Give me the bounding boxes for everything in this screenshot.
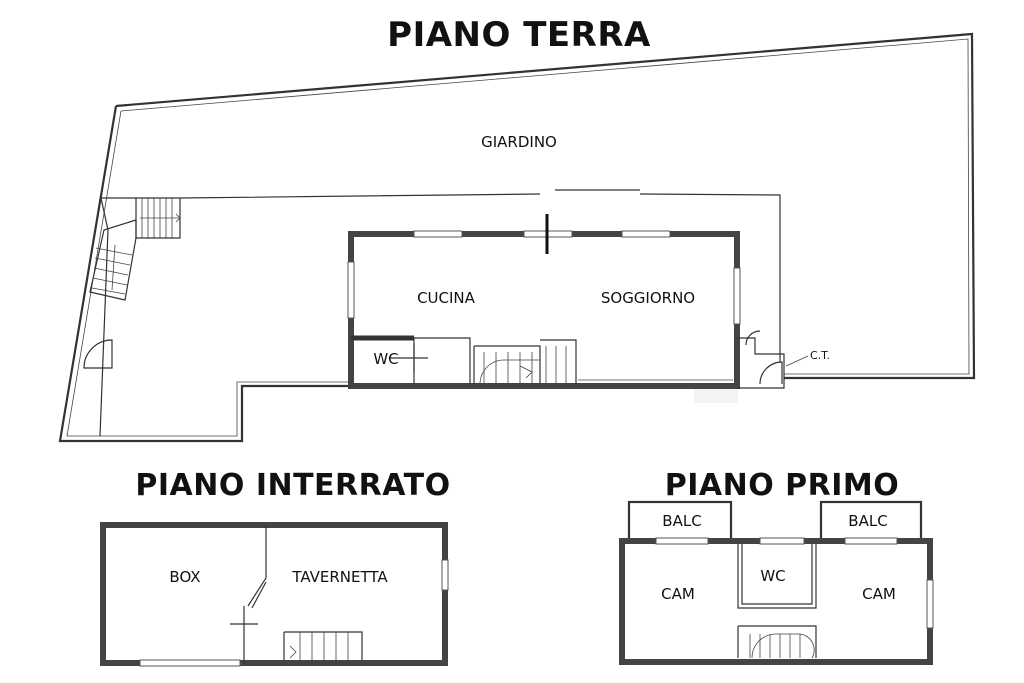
lot-boundary xyxy=(115,32,976,380)
basement-title: PIANO INTERRATO xyxy=(135,468,450,503)
entry-door xyxy=(83,339,113,369)
boiler-room-label: C.T. xyxy=(810,349,830,362)
kitchen-label: CUCINA xyxy=(417,289,476,307)
living-room-label: SOGGIORNO xyxy=(601,289,695,307)
house-walls xyxy=(348,231,740,389)
basement-staircase xyxy=(283,631,363,660)
basement-walls xyxy=(100,522,448,666)
first-floor-title: PIANO PRIMO xyxy=(665,468,900,503)
balcony-right-label: BALC xyxy=(848,512,887,530)
internal-staircase xyxy=(473,339,577,385)
ground-floor-plan: PIANO TERRA xyxy=(58,15,976,443)
ground-wc-label: WC xyxy=(373,350,398,368)
tavern-label: TAVERNETTA xyxy=(291,568,388,586)
first-floor-staircase xyxy=(737,625,817,659)
boiler-room xyxy=(737,330,809,389)
external-staircase xyxy=(89,198,181,437)
ground-floor-title: PIANO TERRA xyxy=(387,15,651,55)
first-floor-plan: PIANO PRIMO BALC BALC CAM WC CAM xyxy=(619,468,934,665)
first-wc-label: WC xyxy=(760,567,785,585)
box-label: BOX xyxy=(169,568,200,586)
basement-plan: PIANO INTERRATO BOX TAVERNETTA xyxy=(100,468,450,667)
bedroom-right-label: CAM xyxy=(862,585,896,603)
bedroom-left-label: CAM xyxy=(661,585,695,603)
balcony-left-label: BALC xyxy=(662,512,701,530)
garden-label: GIARDINO xyxy=(481,133,557,151)
